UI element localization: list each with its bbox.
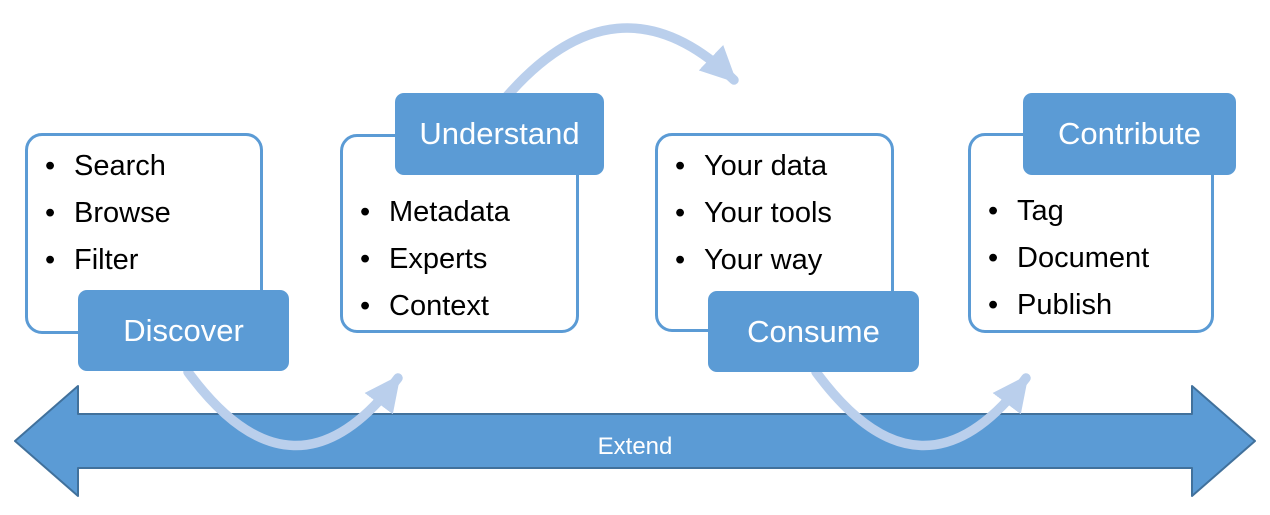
list-item: Search [28,143,260,190]
list-item: Browse [28,190,260,237]
stage-items-consume: Your data Your tools Your way [658,136,891,284]
arc-arrow-consume-to-contribute [811,367,1031,451]
list-item: Context [343,283,576,330]
stage-label-understand: Understand [395,93,604,175]
stage-items-contribute: Tag Document Publish [971,136,1211,329]
list-item: Filter [28,237,260,284]
list-item: Your way [658,237,891,284]
extend-arrow-label: Extend [597,433,673,460]
stage-items-understand: Metadata Experts Context [343,137,576,330]
stage-label-consume: Consume [708,291,919,372]
list-item: Experts [343,236,576,283]
list-item: Your data [658,143,891,190]
stage-label-discover: Discover [78,290,289,371]
arc-arrow-understand-to-consume [497,23,739,107]
arc-arrow-discover-to-understand [183,367,403,451]
extend-double-arrow [14,385,1256,497]
list-item: Your tools [658,190,891,237]
list-item: Tag [971,188,1211,235]
stage-label-contribute: Contribute [1023,93,1236,175]
list-item: Publish [971,282,1211,329]
list-item: Document [971,235,1211,282]
stage-items-discover: Search Browse Filter [28,136,260,284]
list-item: Metadata [343,189,576,236]
